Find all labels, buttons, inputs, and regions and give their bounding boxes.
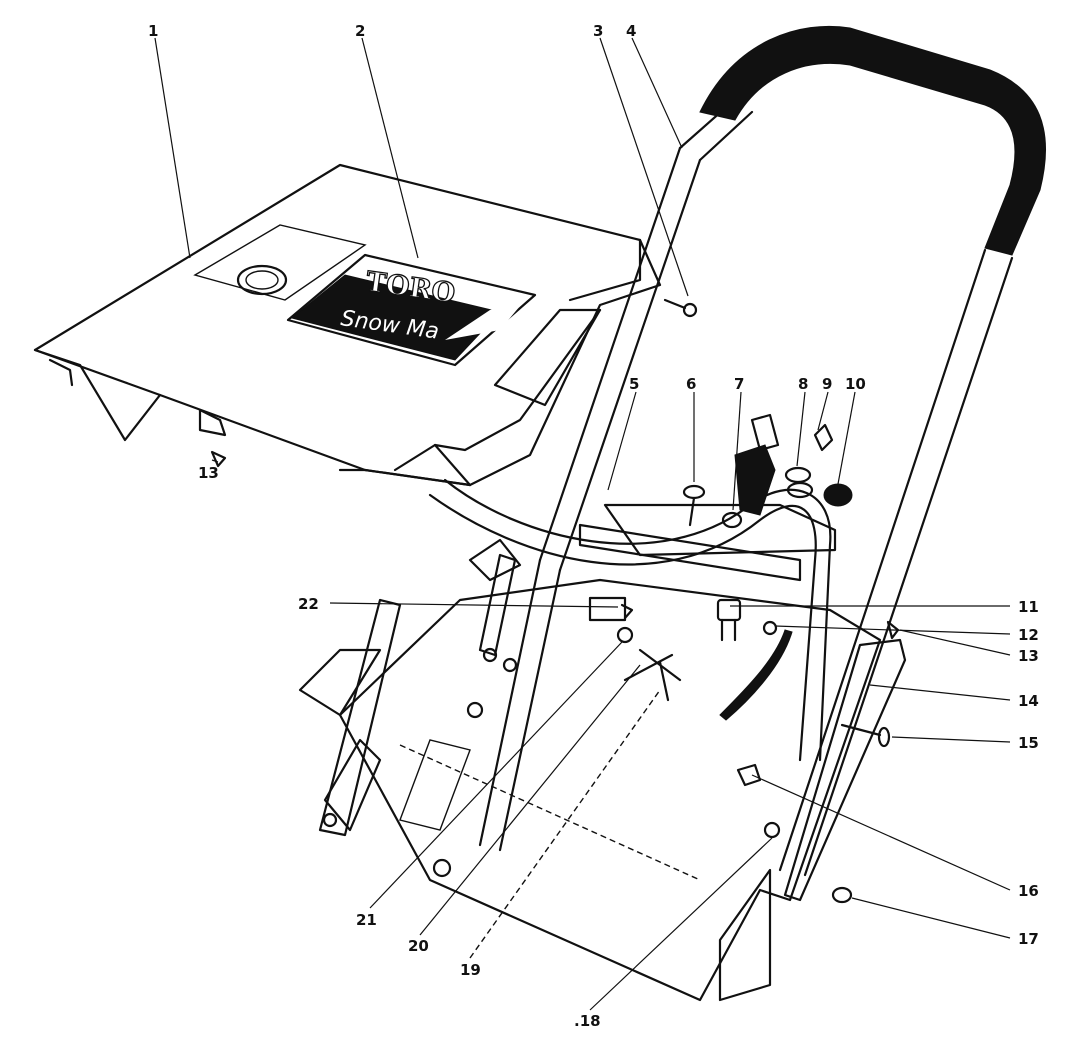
engine-shroud [33,163,662,487]
leader-16 [751,774,1011,891]
leader-13r [899,629,1011,656]
bolt-6 [682,484,706,527]
callout-15: 15 [1018,734,1039,752]
bolt-15 [840,723,891,748]
washer-stack [784,423,834,499]
bracket-16 [736,763,762,787]
leader-20 [419,664,641,936]
key-switch [734,413,780,516]
leader-15 [891,736,1011,743]
callout-6: 6 [686,375,696,393]
handle-grip [699,25,1047,256]
leader-19-frame [399,744,701,881]
screw-17 [831,886,853,904]
callout-13-left: 13 [198,464,219,482]
callout-7: 7 [734,375,744,393]
leader-12 [774,625,1011,635]
leader-21 [369,641,623,909]
leader-19 [469,689,661,959]
leader-10 [837,391,856,485]
leader-13l [211,459,219,463]
leader-17 [851,897,1011,939]
leader-18 [589,837,773,1011]
callout-12: 12 [1018,626,1039,644]
leader-3 [599,37,689,297]
clip-13-left [210,450,227,468]
leader-4 [631,37,683,149]
bolt-3 [663,298,698,318]
front-panel [298,578,907,1002]
callout-numbers: 1 2 3 4 5 6 7 8 9 10 11 12 13 13 14 15 1… [148,22,1039,1030]
callout-10: 10 [845,375,866,393]
screw-18 [763,821,781,839]
callout-13-right: 13 [1018,647,1039,665]
callout-21: 21 [356,911,377,929]
callout-5: 5 [629,375,639,393]
callout-9: 9 [822,375,832,393]
callout-17: 17 [1018,930,1039,948]
leader-7 [732,391,742,511]
toro-decal: TORO Snow Ma [286,253,537,367]
callout-20: 20 [408,937,429,955]
nut-7 [721,511,743,529]
leader-9 [817,391,829,431]
leader-14 [869,684,1011,701]
callout-16: 16 [1018,882,1039,900]
control-bar [428,478,832,762]
leader-8 [796,391,806,467]
leader-22 [329,602,619,608]
left-bracket [318,538,522,837]
callout-3: 3 [593,22,603,40]
switch-11 [716,598,742,642]
callout-2: 2 [355,22,365,40]
callout-11: 11 [1018,598,1039,616]
knob-10 [823,483,853,507]
callout-14: 14 [1018,692,1039,710]
callout-8: 8 [798,375,808,393]
handle-assembly [478,25,1047,877]
leader-lines [154,37,1011,1011]
callout-1: 1 [148,22,158,40]
callout-22: 22 [298,595,319,613]
callout-4: 4 [626,22,636,40]
clip-22 [588,596,634,622]
leader-5 [607,391,637,491]
spring-clip-20 [623,648,682,702]
leader-2 [361,37,419,259]
leader-1 [154,37,191,259]
cable [719,629,793,721]
callout-18: .18 [574,1012,601,1030]
callout-19: 19 [460,961,481,979]
screw-12 [762,620,778,636]
screw-21 [616,626,634,644]
